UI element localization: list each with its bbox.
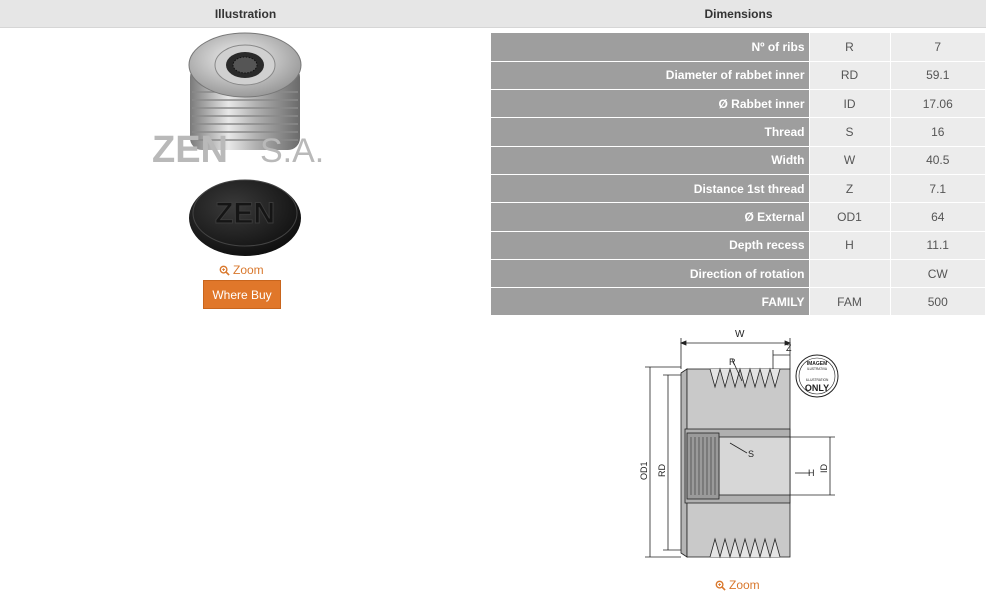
dimension-label: Thread	[491, 117, 810, 147]
diagram-label-id: ID	[819, 463, 829, 473]
diagram-label-s: S	[748, 449, 754, 459]
dimension-label: Ø Rabbet inner	[491, 89, 810, 119]
dimension-value: CW	[890, 259, 985, 289]
diagram-label-z: Z	[786, 343, 792, 353]
diagram-label-od1: OD1	[639, 461, 649, 480]
technical-diagram[interactable]: W Z R S H ID OD1 RD IMAGEM ILUSTRATIVA I…	[635, 325, 850, 575]
dimension-value: 59.1	[890, 61, 985, 91]
illustration-stamp: IMAGEM ILUSTRATIVA ILLUSTRATION ONLY	[795, 354, 839, 398]
dimension-label: Diameter of rabbet inner	[491, 61, 810, 91]
zoom-label: Zoom	[233, 263, 264, 277]
diagram-label-w: W	[735, 329, 745, 340]
zoom-link-photo[interactable]: Zoom	[219, 263, 264, 277]
dimension-label: FAMILY	[491, 287, 810, 317]
dimension-code: S	[809, 117, 891, 147]
table-header: Illustration Dimensions	[0, 0, 986, 28]
dimension-value: 40.5	[890, 146, 985, 175]
zoom-icon	[219, 265, 230, 276]
svg-text:ONLY: ONLY	[805, 383, 829, 393]
dimension-code: R	[809, 33, 891, 62]
diagram-label-r: R	[729, 357, 736, 367]
svg-text:ILLUSTRATION: ILLUSTRATION	[806, 378, 829, 382]
dimension-label: Ø External	[491, 202, 810, 232]
dimension-label: Direction of rotation	[491, 259, 810, 289]
dimension-value: 11.1	[890, 231, 985, 260]
svg-text:IMAGEM: IMAGEM	[807, 361, 828, 367]
zoom-icon	[715, 580, 726, 591]
dimension-value: 7.1	[890, 174, 985, 204]
svg-text:ILUSTRATIVA: ILUSTRATIVA	[807, 367, 828, 371]
illustration-heading: Illustration	[214, 7, 277, 21]
dimension-code: FAM	[809, 287, 891, 317]
diagram-label-h: H	[808, 468, 815, 478]
dimension-row: Direction of rotation CW	[491, 259, 985, 289]
dimension-code: Z	[809, 174, 891, 204]
diagram-label-rd: RD	[657, 464, 667, 477]
dimension-label: Nº of ribs	[491, 33, 810, 62]
where-buy-button[interactable]: Where Buy	[203, 280, 281, 309]
zoom-link-diagram[interactable]: Zoom	[715, 578, 760, 592]
dimension-code: ID	[809, 89, 891, 119]
dimension-label: Distance 1st thread	[491, 174, 810, 204]
brand-logo-left: ZEN	[152, 129, 228, 171]
dimension-code	[809, 259, 891, 289]
dimension-code: W	[809, 146, 891, 175]
dimension-value: 16	[890, 117, 985, 147]
cap-logo: ZEN	[215, 197, 275, 230]
dimension-label: Width	[491, 146, 810, 175]
dimension-code: H	[809, 231, 891, 260]
product-photo[interactable]: ZEN S.A. ZEN	[150, 30, 340, 260]
dimension-value: 64	[890, 202, 985, 232]
dimension-value: 7	[890, 33, 985, 62]
dimension-value: 500	[890, 287, 985, 317]
zoom-label: Zoom	[729, 578, 760, 592]
dimension-code: RD	[809, 61, 891, 91]
dimension-value: 17.06	[890, 89, 985, 119]
dimension-code: OD1	[809, 202, 891, 232]
brand-logo-right: S.A.	[260, 132, 324, 170]
dimension-label: Depth recess	[491, 231, 810, 260]
dimensions-heading: Dimensions	[704, 7, 773, 21]
